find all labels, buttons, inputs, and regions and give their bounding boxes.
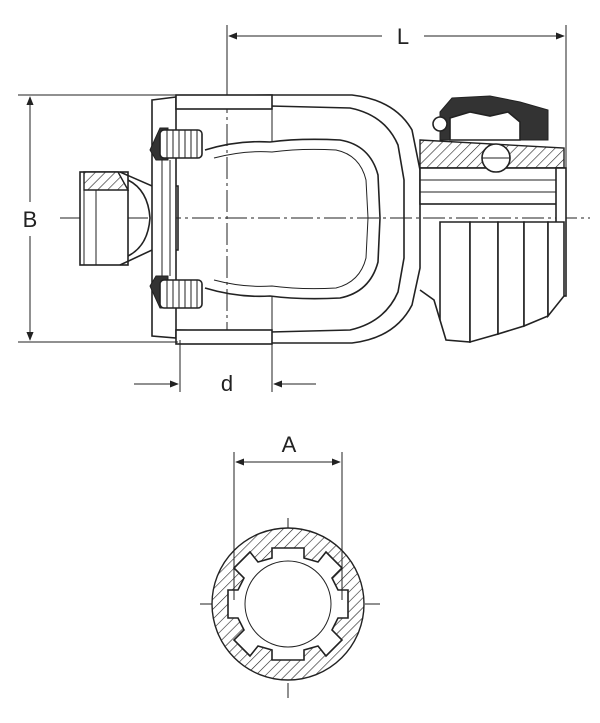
spline-profile: [227, 547, 349, 661]
yoke-side-view: L B d: [18, 24, 590, 396]
bearing-cap-bottom: [159, 279, 203, 309]
shaft-hub: [419, 95, 567, 344]
yoke-body: [175, 94, 421, 345]
end-hub: [79, 171, 179, 266]
label-A: A: [282, 432, 297, 457]
label-d: d: [221, 371, 233, 396]
label-L: L: [397, 24, 409, 49]
dimension-L: L: [226, 24, 567, 168]
spline-cross-section: A: [200, 432, 380, 698]
bearing-cap-top: [159, 129, 203, 159]
dimension-B: B: [18, 94, 178, 343]
label-B: B: [23, 207, 38, 232]
dimension-A: A: [233, 432, 343, 600]
dimension-d: d: [134, 340, 316, 396]
